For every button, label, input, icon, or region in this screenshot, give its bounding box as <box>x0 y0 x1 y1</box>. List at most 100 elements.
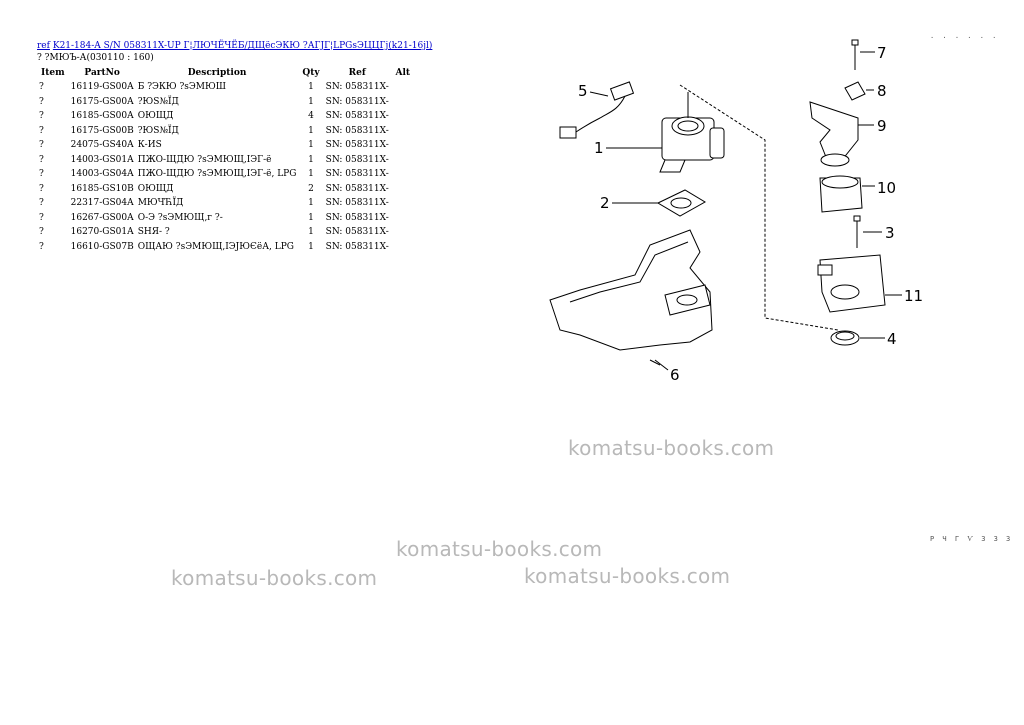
callout-5: 5 <box>578 82 588 100</box>
row-ref: SN: 058311X- <box>325 198 389 209</box>
row-alt <box>391 80 415 95</box>
row-item: ? <box>39 111 44 122</box>
row-item: ? <box>39 96 44 107</box>
bolt-top-part <box>851 39 859 70</box>
row-alt <box>391 95 415 110</box>
row-partno: 24075-GS40A <box>70 140 134 151</box>
row-qty: 1 <box>308 125 314 136</box>
bolt-middle-part <box>853 215 861 248</box>
row-alt <box>391 167 415 182</box>
row-partno: 22317-GS04A <box>70 198 134 209</box>
row-description: ОЮЩД <box>137 111 174 122</box>
row-qty: 1 <box>308 140 314 151</box>
callout-9: 9 <box>877 117 887 135</box>
gasket-part <box>656 189 706 217</box>
row-description: О-Э ?sЭМЮЩ,г ?- <box>137 212 223 223</box>
row-qty: 1 <box>308 169 314 180</box>
row-item: ? <box>39 198 44 209</box>
row-ref: SN: 058311X- <box>325 241 389 252</box>
row-ref: SN: 058311X- <box>325 111 389 122</box>
row-description: ПЖО-ЩДЮ ?sЭМЮЩ,ІЭГ-ё, LPG <box>137 169 297 180</box>
seal-ring-part <box>830 330 860 346</box>
row-ref: SN: 058311X- <box>325 82 389 93</box>
row-description: ПЖО-ЩДЮ ?sЭМЮЩ,ІЭГ-ё <box>137 154 272 165</box>
row-qty: 2 <box>308 183 314 194</box>
col-item: Item <box>41 68 65 78</box>
ref-link[interactable]: ref <box>37 41 50 51</box>
row-ref: SN: 058311X- <box>325 96 389 107</box>
parts-diagram: 1 2 3 4 5 6 7 8 9 10 11 <box>549 39 923 384</box>
col-partno: PartNo <box>84 68 120 78</box>
table-row: ? 16175-GS00B?ЮЅ№ЇД 1 SN: 058311X- <box>37 124 415 139</box>
row-item: ? <box>39 154 44 165</box>
corner-mark-bottom: Р Ч Г Ѵ З З З <box>930 535 1013 543</box>
row-partno: 16175-GS00A <box>70 96 134 107</box>
callout-7: 7 <box>877 44 887 62</box>
row-partno: 14003-GS04A <box>70 169 134 180</box>
row-description: ?ЮЅ№ЇД <box>137 96 179 107</box>
row-alt <box>391 153 415 168</box>
harness-connector-part <box>559 81 635 139</box>
row-description: ?ЮЅ№ЇД <box>137 125 179 136</box>
table-header-row: Item PartNo Description Qty Ref Alt <box>37 66 415 80</box>
row-qty: 1 <box>308 212 314 223</box>
row-qty: 1 <box>308 241 314 252</box>
row-alt <box>391 225 415 240</box>
corner-mark-top: · · · · · · <box>930 34 999 42</box>
row-qty: 4 <box>308 111 314 122</box>
adapter-part <box>819 175 863 213</box>
row-description: Б ?ЭКЮ ?sЭМЮШ <box>137 82 227 93</box>
page-header: ref K21-184-A S/N 058311X-UP Г¦ЛЮЧЁЧЁБ/Д… <box>37 40 432 52</box>
row-alt <box>391 211 415 226</box>
row-ref: SN: 058311X- <box>325 154 389 165</box>
row-partno: 16175-GS00B <box>70 125 134 136</box>
row-partno: 16270-GS01A <box>70 227 134 238</box>
row-qty: 1 <box>308 154 314 165</box>
row-ref: SN: 058311X- <box>325 140 389 151</box>
row-description: МЮЧЋЇД <box>137 198 184 209</box>
row-description: SНЯ- ? <box>137 227 170 238</box>
row-partno: 14003-GS01A <box>70 154 134 165</box>
row-partno: 16185-GS00A <box>70 111 134 122</box>
callout-1: 1 <box>594 139 604 157</box>
intake-manifold-part <box>549 229 713 366</box>
row-description: ОЩАЮ ?sЭМЮЩ,ІЭЈЮЄёА, LPG <box>137 241 294 252</box>
row-item: ? <box>39 125 44 136</box>
callout-3: 3 <box>885 224 895 242</box>
row-item: ? <box>39 241 44 252</box>
clip-part <box>844 81 866 101</box>
row-description: К-ИЅ <box>137 140 162 151</box>
throttle-body-part <box>659 92 725 173</box>
row-ref: SN: 058311X- <box>325 125 389 136</box>
watermark-2: komatsu-books.com <box>396 537 603 561</box>
row-alt <box>391 138 415 153</box>
leader-5 <box>589 91 609 97</box>
row-alt <box>391 240 415 255</box>
row-description: ОЮЩД <box>137 183 174 194</box>
row-item: ? <box>39 227 44 238</box>
row-alt <box>391 109 415 124</box>
row-alt <box>391 196 415 211</box>
row-partno: 16610-GS07B <box>70 241 134 252</box>
row-qty: 1 <box>308 227 314 238</box>
row-item: ? <box>39 183 44 194</box>
callout-6: 6 <box>670 366 680 384</box>
elbow-pipe-part <box>809 101 859 167</box>
callout-10: 10 <box>877 179 896 197</box>
page-subtitle: ? ?МЮЪ-А(030110 : 160) <box>37 53 154 63</box>
callout-8: 8 <box>877 82 887 100</box>
col-qty: Qty <box>302 68 320 78</box>
col-alt: Alt <box>395 68 411 78</box>
row-item: ? <box>39 212 44 223</box>
row-partno: 16267-GS00A <box>70 212 134 223</box>
col-description: Description <box>187 68 247 78</box>
title-link[interactable]: K21-184-A S/N 058311X-UP Г¦ЛЮЧЁЧЁБ/ДЩёсЭ… <box>52 41 433 51</box>
watermark-4: komatsu-books.com <box>524 564 731 588</box>
